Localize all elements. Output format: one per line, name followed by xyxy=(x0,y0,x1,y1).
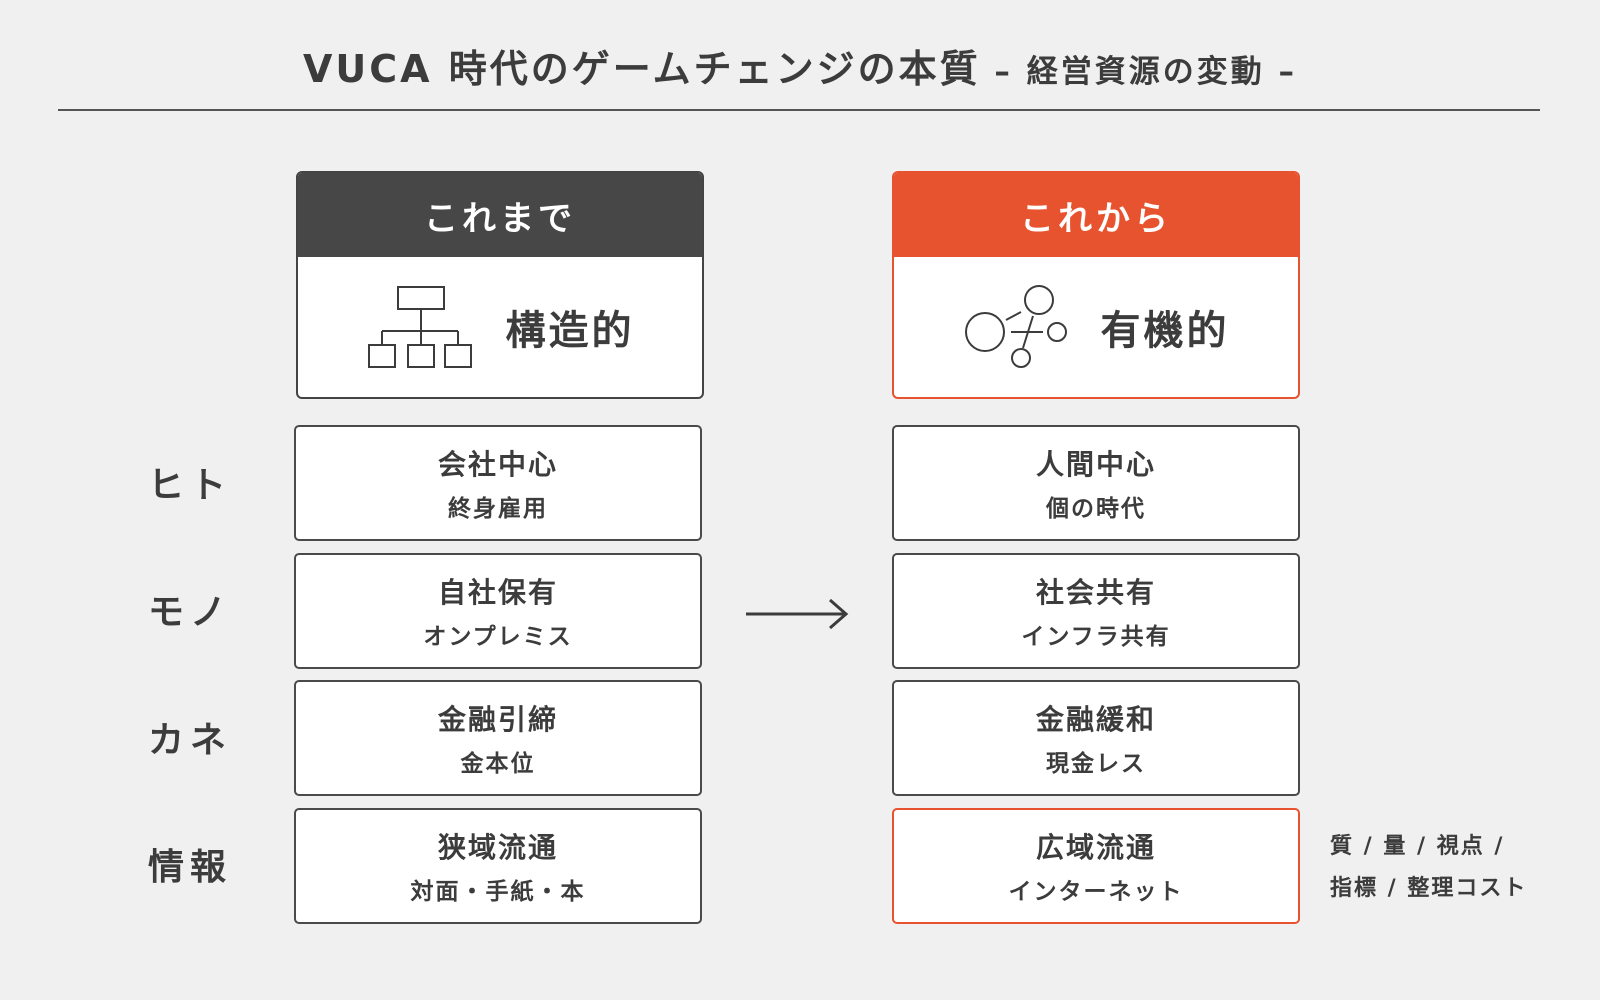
info-note-line-2: 指標 / 整理コスト xyxy=(1330,876,1528,901)
cell-sub-text: 個の時代 xyxy=(1046,496,1146,522)
row-label-kane: カネ xyxy=(147,720,232,761)
cell-main-text: 自社保有 xyxy=(437,576,558,609)
cell-main-text: 人間中心 xyxy=(1035,448,1156,481)
title-divider xyxy=(58,109,1540,111)
column-header-after: これから 有機的 xyxy=(892,171,1300,399)
title-subtitle: – 経営資源の変動 – xyxy=(980,54,1298,90)
info-note-line-1: 質 / 量 / 視点 / xyxy=(1330,834,1505,859)
title-main: VUCA 時代のゲームチェンジの本質 xyxy=(302,47,981,91)
column-header-before-title: これまで xyxy=(298,173,702,257)
column-header-after-body: 有機的 xyxy=(894,257,1298,397)
cell-mono-after: 社会共有 インフラ共有 xyxy=(892,553,1300,669)
cell-hito-before: 会社中心 終身雇用 xyxy=(294,425,702,541)
cell-sub-text: 終身雇用 xyxy=(448,496,548,522)
cell-sub-text: 対面・手紙・本 xyxy=(410,879,586,905)
cell-sub-text: インフラ共有 xyxy=(1021,624,1171,650)
cell-mono-before: 自社保有 オンプレミス xyxy=(294,553,702,669)
cell-sub-text: 金本位 xyxy=(460,751,536,777)
column-header-before-label: 構造的 xyxy=(505,308,635,354)
page-title: VUCA 時代のゲームチェンジの本質 – 経営資源の変動 – xyxy=(0,38,1600,93)
column-header-after-label: 有機的 xyxy=(1100,308,1230,354)
cell-sub-text: 現金レス xyxy=(1046,751,1146,777)
row-label-hito: ヒト xyxy=(147,465,232,506)
column-header-before: これまで 構造的 xyxy=(296,171,704,399)
org-chart-icon xyxy=(367,286,472,368)
cell-main-text: 広域流通 xyxy=(1035,831,1156,864)
column-header-before-body: 構造的 xyxy=(298,257,702,397)
cell-kane-after: 金融緩和 現金レス xyxy=(892,680,1300,796)
cell-main-text: 社会共有 xyxy=(1035,576,1156,609)
cell-joho-after: 広域流通 インターネット xyxy=(892,808,1300,924)
row-label-joho: 情報 xyxy=(147,847,232,888)
right-arrow-icon xyxy=(746,598,849,630)
cell-main-text: 会社中心 xyxy=(437,448,558,481)
cell-kane-before: 金融引締 金本位 xyxy=(294,680,702,796)
info-note: 質 / 量 / 視点 / 指標 / 整理コスト xyxy=(1330,826,1527,910)
cell-sub-text: インターネット xyxy=(1008,879,1184,905)
row-label-mono: モノ xyxy=(147,592,232,633)
cell-hito-after: 人間中心 個の時代 xyxy=(892,425,1300,541)
network-circles-icon xyxy=(964,285,1067,368)
cell-joho-before: 狭域流通 対面・手紙・本 xyxy=(294,808,702,924)
cell-main-text: 金融緩和 xyxy=(1035,703,1156,736)
cell-main-text: 狭域流通 xyxy=(437,831,558,864)
cell-sub-text: オンプレミス xyxy=(423,624,573,650)
column-header-after-title: これから xyxy=(894,173,1298,257)
cell-main-text: 金融引締 xyxy=(437,703,558,736)
